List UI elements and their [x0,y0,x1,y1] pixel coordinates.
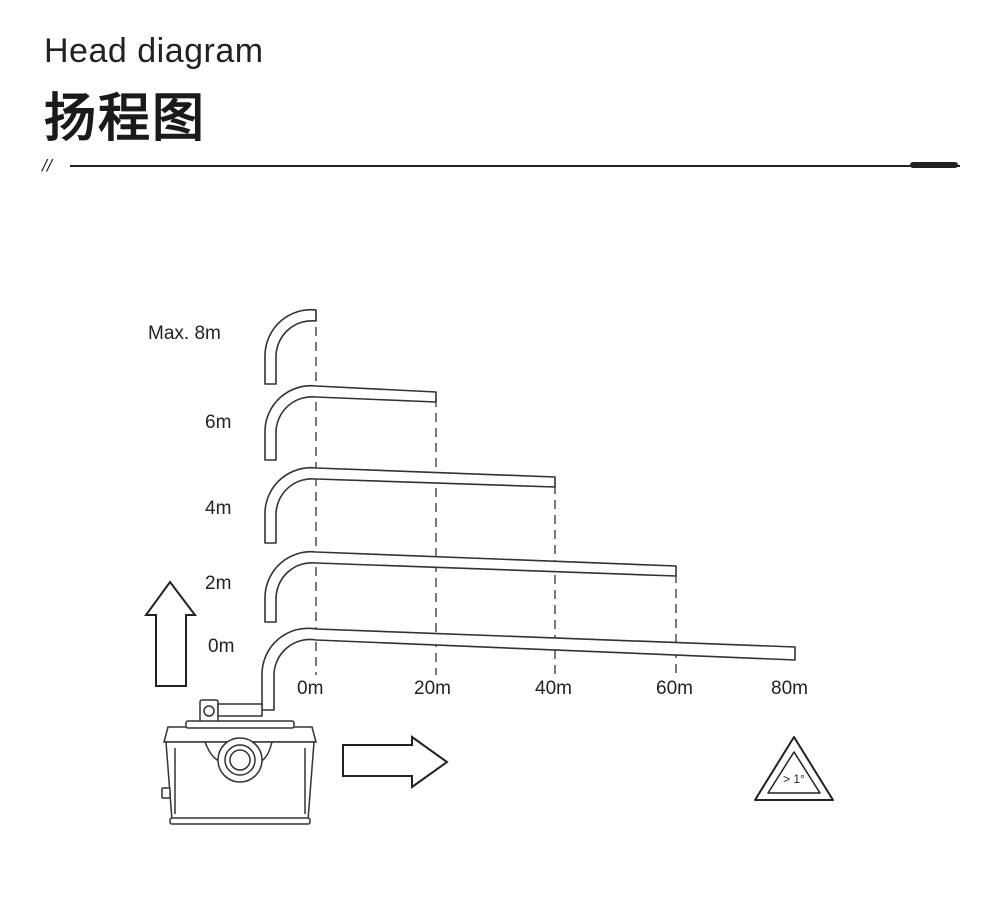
slope-warning-icon: > 1° [754,736,834,801]
slope-badge: > 1° [783,772,805,786]
distance-label-0m: 0m [297,678,323,699]
distance-label-80m: 80m [771,678,808,699]
distance-label-20m: 20m [414,678,451,699]
pipe-0m [261,627,796,711]
head-label-0m: 0m [208,636,234,657]
head-label-6m: 6m [205,412,231,433]
divider-accent [910,162,958,168]
distance-guides [315,312,677,675]
pipe-max-8m [264,308,317,385]
pipe-6m [264,384,437,461]
head-label-max: Max. 8m [148,323,221,344]
title-english: Head diagram [44,32,264,70]
divider-mark: // [42,156,53,174]
pump-icon [161,699,317,825]
pipe-2m [264,550,677,623]
right-arrow-icon [342,735,449,789]
head-label-4m: 4m [205,498,231,519]
divider-line [70,165,960,167]
title-chinese: 扬程图 [44,89,207,149]
up-arrow-icon [144,580,198,687]
pipes [261,308,796,711]
distance-label-60m: 60m [656,678,693,699]
pipe-4m [264,466,556,544]
distance-label-40m: 40m [535,678,572,699]
head-label-2m: 2m [205,573,231,594]
